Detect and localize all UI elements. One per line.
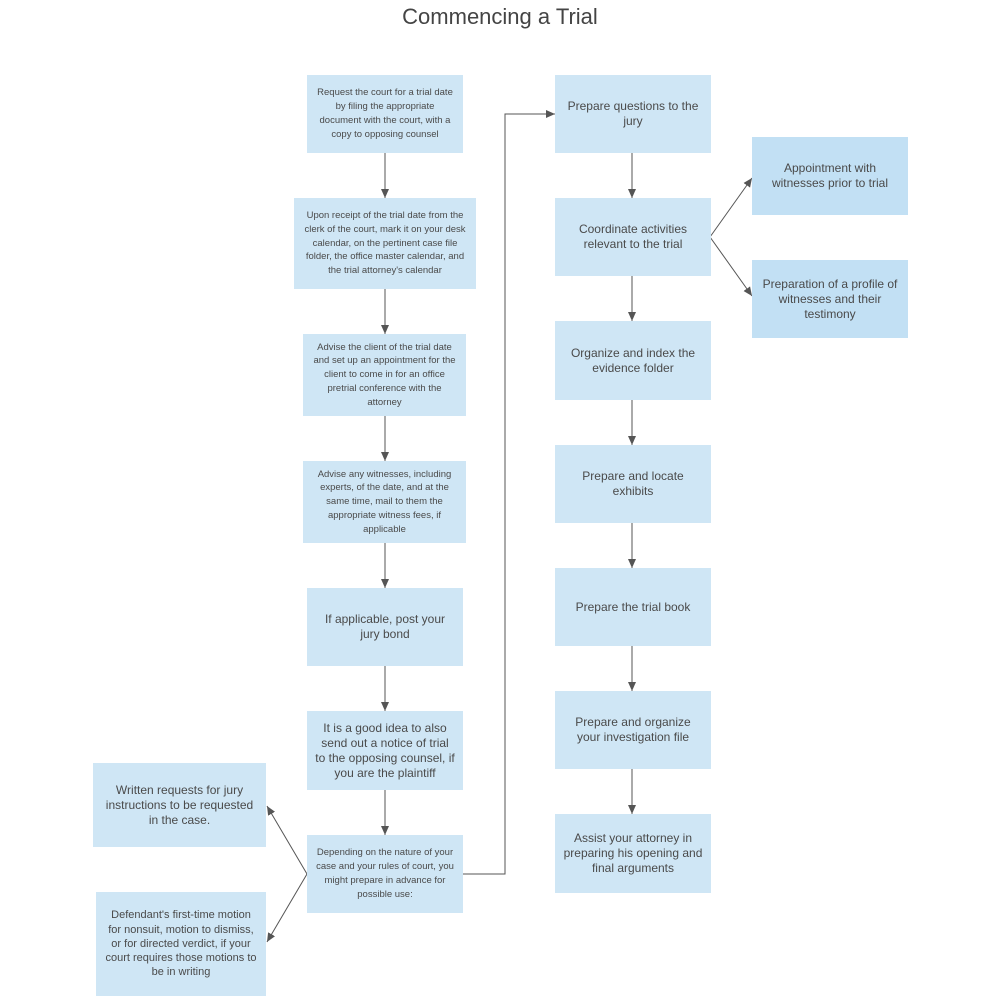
arrow-coordinate-to-appointment [709,177,753,238]
step-jury-questions[interactable]: Prepare questions to the jury [555,75,711,153]
step-opening-final-arguments[interactable]: Assist your attorney in preparing his op… [555,814,711,893]
step-trial-book[interactable]: Prepare the trial book [555,568,711,646]
step-profile-witnesses[interactable]: Preparation of a profile of witnesses an… [752,260,908,338]
step-coordinate-activities[interactable]: Coordinate activities relevant to the tr… [555,198,711,276]
diagram-title: Commencing a Trial [402,4,598,29]
step-jury-instructions[interactable]: Written requests for jury instructions t… [93,763,266,847]
step-advise-client[interactable]: Advise the client of the trial date and … [303,334,466,416]
step-post-jury-bond[interactable]: If applicable, post your jury bond [307,588,463,666]
step-advise-witnesses[interactable]: Advise any witnesses, including experts,… [303,461,466,543]
step-defendant-motions[interactable]: Defendant's first-time motion for nonsui… [96,892,266,996]
step-investigation-file[interactable]: Prepare and organize your investigation … [555,691,711,769]
step-request-trial-date[interactable]: Request the court for a trial date by fi… [307,75,463,153]
step-notice-of-trial[interactable]: It is a good idea to also send out a not… [307,711,463,790]
arrow-depending-to-jury-instructions [266,805,308,875]
step-mark-calendars[interactable]: Upon receipt of the trial date from the … [294,198,476,289]
step-evidence-folder[interactable]: Organize and index the evidence folder [555,321,711,400]
arrow-depending-to-motions [266,873,308,943]
arrow-depending-to-jury-questions [463,110,555,875]
arrow-coordinate-to-profile [709,236,753,297]
step-locate-exhibits[interactable]: Prepare and locate exhibits [555,445,711,523]
step-depending-on-case[interactable]: Depending on the nature of your case and… [307,835,463,913]
step-appointment-witnesses[interactable]: Appointment with witnesses prior to tria… [752,137,908,215]
